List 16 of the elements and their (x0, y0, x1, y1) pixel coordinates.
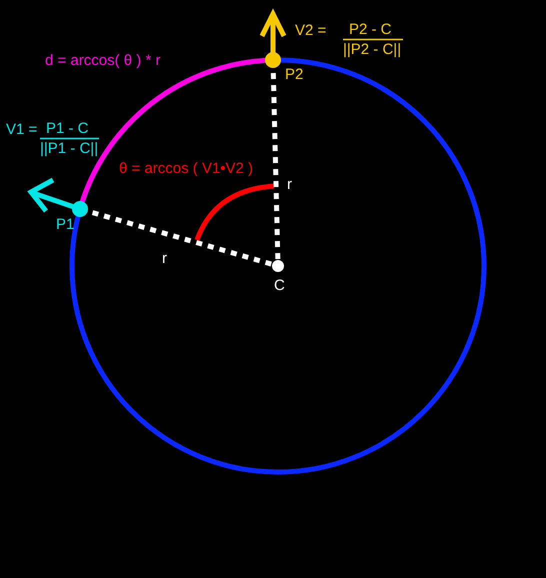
point-dot (72, 201, 88, 217)
formula-text: d = arccos( θ ) * r (45, 52, 160, 69)
formula-text: θ = arccos ( V1•V2 ) (119, 160, 254, 177)
formula-text: ||P2 - C|| (343, 41, 402, 58)
point-label: P2 (285, 66, 304, 83)
point-dot (272, 260, 284, 272)
formula-text: P1 - C (46, 120, 89, 137)
formula-text: V2 = (295, 22, 326, 39)
point-label: P1 (56, 216, 74, 233)
point-dot (265, 52, 281, 68)
edge-label: r (162, 250, 167, 267)
point-label: C (274, 277, 285, 294)
formula-text: V1 = (6, 121, 38, 138)
formula-text: ||P1 - C|| (40, 140, 98, 157)
edge-label: r (287, 176, 292, 193)
formula-text: P2 - C (349, 21, 392, 38)
